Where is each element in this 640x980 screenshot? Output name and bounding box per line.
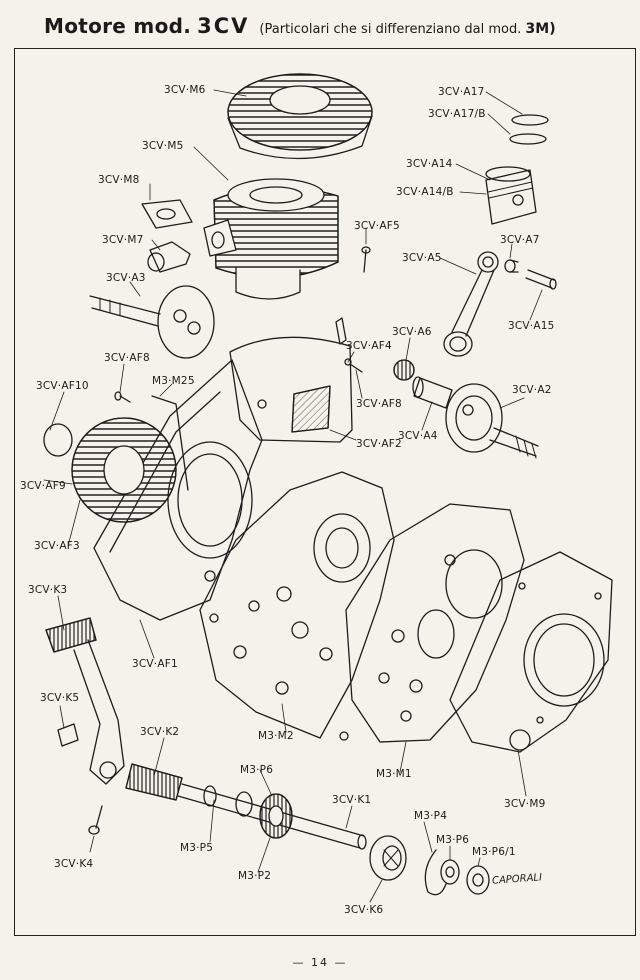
crankshaft-half-a2 [445, 383, 539, 459]
clip-p4 [424, 849, 447, 896]
cylinder-head-m6 [227, 73, 373, 160]
label-m3-m25: M3·M25 [152, 375, 195, 387]
connecting-rod-a5 [443, 251, 499, 357]
label-3cv-m6: 3CV·M6 [164, 84, 206, 96]
fan-cover-af2 [229, 317, 353, 443]
label-3cv-a7: 3CV·A7 [500, 234, 540, 246]
label-m3-p6-1: M3·P6/1 [472, 846, 516, 858]
screw-af8 [114, 391, 131, 403]
label-3cv-k2: 3CV·K2 [140, 726, 180, 738]
spring-k2 [125, 763, 183, 801]
illustration-frame [14, 48, 636, 936]
label-3cv-af8-right: 3CV·AF8 [356, 398, 402, 410]
gear-p2 [259, 793, 293, 839]
label-3cv-af10: 3CV·AF10 [36, 380, 89, 392]
subtitle-model: 3M) [525, 21, 556, 37]
bolt-k4 [88, 805, 103, 835]
label-3cv-af2: 3CV·AF2 [356, 438, 402, 450]
label-3cv-a5: 3CV·A5 [402, 252, 442, 264]
label-m3-p4: M3·P4 [414, 810, 448, 822]
crankshaft-half-a3 [89, 285, 215, 359]
label-3cv-m9: 3CV·M9 [504, 798, 546, 810]
leader-lines [43, 89, 543, 903]
label-3cv-a15: 3CV·A15 [508, 320, 555, 332]
manifold-m7 [147, 241, 191, 273]
label-m3-p5: M3·P5 [180, 842, 214, 854]
bearing-a6 [393, 359, 415, 381]
washer-p6-1 [466, 865, 490, 895]
label-3cv-af5: 3CV·AF5 [354, 220, 400, 232]
piston-rings-a17 [509, 114, 549, 145]
label-3cv-k6: 3CV·K6 [344, 904, 384, 916]
label-3cv-k4: 3CV·K4 [54, 858, 94, 870]
label-3cv-m7: 3CV·M7 [102, 234, 144, 246]
bushing-a7 [504, 259, 519, 273]
label-3cv-a6: 3CV·A6 [392, 326, 432, 338]
screw-af5 [361, 246, 371, 273]
label-3cv-af1: 3CV·AF1 [132, 658, 178, 670]
title-model: 3CV [197, 14, 250, 38]
label-3cv-af3: 3CV·AF3 [34, 540, 80, 552]
label-m3-p6-bottom: M3·P6 [436, 834, 470, 846]
crankcase-m1 [345, 503, 525, 743]
label-m3-m1: M3·M1 [376, 768, 412, 780]
label-m3-p2: M3·P2 [238, 870, 272, 882]
label-m3-m2: M3·M2 [258, 730, 294, 742]
pin-a15 [525, 269, 557, 290]
label-3cv-af4: 3CV·AF4 [346, 340, 392, 352]
label-3cv-a2: 3CV·A2 [512, 384, 552, 396]
flywheel-cover-af9 [71, 417, 177, 523]
crankcase-m2 [199, 471, 395, 741]
label-3cv-af8-top: 3CV·AF8 [104, 352, 150, 364]
title-subtitle: (Particolari che si differenziano dal mo… [259, 21, 556, 37]
label-3cv-m8: 3CV·M8 [98, 174, 140, 186]
page-number: — 14 — [292, 956, 348, 969]
subtitle-text: (Particolari che si differenziano dal mo… [259, 22, 522, 37]
piston-a14 [485, 166, 537, 225]
label-3cv-k5: 3CV·K5 [40, 692, 80, 704]
label-3cv-af9: 3CV·AF9 [20, 480, 66, 492]
cylinder-m5 [203, 178, 339, 300]
screw-k5 [57, 723, 79, 747]
page-title: Motore mod.3CV (Particolari che si differ… [44, 14, 604, 48]
label-3cv-a17b: 3CV·A17/B [428, 108, 486, 120]
gasket-m8 [141, 199, 193, 229]
label-3cv-k3: 3CV·K3 [28, 584, 68, 596]
label-3cv-a14: 3CV·A14 [406, 158, 453, 170]
screw-m25 [151, 395, 189, 491]
label-3cv-a4: 3CV·A4 [398, 430, 438, 442]
washer-p6 [440, 859, 460, 885]
ratchet-k6 [369, 835, 407, 881]
label-3cv-m5: 3CV·M5 [142, 140, 184, 152]
cap-af10 [43, 423, 73, 457]
label-3cv-a3: 3CV·A3 [106, 272, 146, 284]
side-cover-m9 [449, 551, 613, 753]
label-3cv-k1: 3CV·K1 [332, 794, 372, 806]
screw-af4 [344, 358, 363, 373]
kick-lever-k3 [45, 617, 125, 785]
sleeve-a4 [412, 376, 453, 409]
label-m3-p6-top: M3·P6 [240, 764, 274, 776]
title-text: Motore mod. [44, 14, 192, 38]
label-3cv-a14b: 3CV·A14/B [396, 186, 454, 198]
label-3cv-a17: 3CV·A17 [438, 86, 485, 98]
